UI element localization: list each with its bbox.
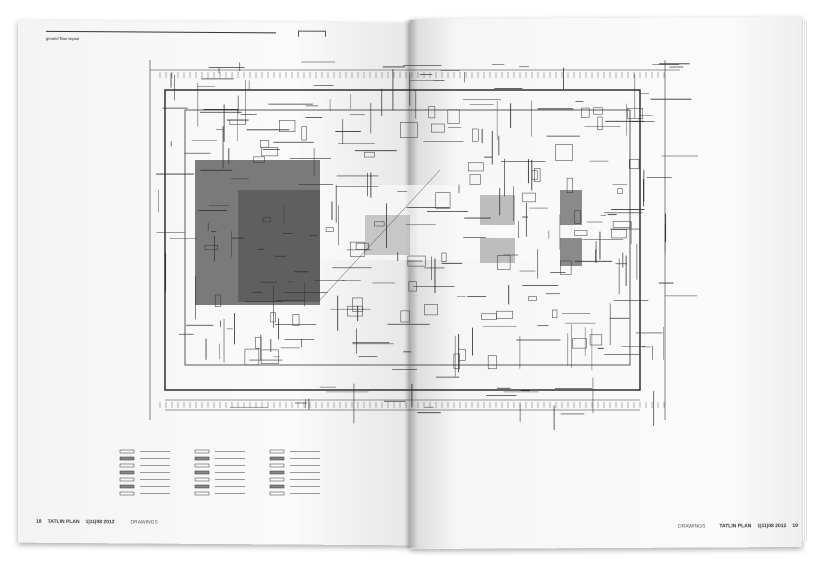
legend-entry: [194, 477, 210, 482]
drawing-stroke: [260, 349, 279, 364]
legend-entry: [119, 449, 135, 454]
drawing-stroke: [229, 119, 246, 125]
legend-entry: [194, 463, 210, 468]
drawing-stroke: [617, 188, 623, 194]
drawing-stroke: [629, 159, 640, 169]
drawing-stroke: [279, 120, 296, 132]
legend-entry: [269, 449, 285, 454]
diagonal-line: [319, 169, 441, 301]
drawing-stroke: [424, 304, 438, 316]
drawing-stroke: [581, 107, 590, 118]
drawing-stroke: [469, 174, 481, 185]
outer-wall: [164, 89, 641, 391]
drawing-stroke: [534, 168, 541, 182]
legend-entry: [269, 463, 285, 468]
drawing-stroke: [468, 162, 484, 172]
inner-wall: [184, 109, 631, 366]
drawing-stroke: [301, 126, 307, 141]
drawing-stroke: [481, 313, 497, 320]
hatched-block: [480, 195, 515, 225]
drawing-stroke: [441, 252, 447, 262]
drawing-stroke: [400, 310, 410, 323]
drawing-stroke: [214, 294, 222, 307]
drawing-stroke: [593, 107, 603, 115]
hatched-block: [365, 215, 410, 255]
drawing-stroke: [261, 147, 279, 157]
drawing-stroke: [627, 107, 643, 119]
drawing-stroke: [531, 170, 538, 180]
legend-entry: [119, 477, 135, 482]
legend-entry: [119, 456, 135, 461]
drawing-stroke: [487, 355, 497, 370]
legend-entry: [194, 484, 210, 489]
drawing-stroke: [458, 348, 466, 361]
legend-entry: [119, 484, 135, 489]
legend-entry: [269, 470, 285, 475]
drawing-stroke: [522, 192, 536, 203]
drawing-stroke: [589, 334, 603, 346]
drawing-stroke: [597, 116, 603, 131]
drawing-stroke: [407, 255, 426, 267]
drawing-stroke: [496, 310, 513, 319]
drawing-stroke: [255, 336, 262, 349]
legend-entry: [119, 463, 135, 468]
drawing-stroke: [325, 227, 334, 232]
legend-entry: [269, 491, 285, 496]
drawing-stroke: [408, 281, 417, 292]
drawing-stroke: [472, 128, 479, 142]
drawing-stroke: [244, 348, 260, 366]
drawing-stroke: [574, 230, 588, 236]
floor-plan: [149, 60, 680, 420]
legend-entry: [119, 491, 135, 496]
plan-detail-lines: [155, 61, 699, 430]
drawing-stroke: [400, 122, 418, 138]
drawing-stroke: [572, 338, 587, 349]
drawing-stroke: [453, 353, 460, 369]
drawing-stroke: [497, 255, 511, 270]
drawing-stroke: [528, 296, 537, 301]
legend-entry: [119, 470, 135, 475]
legend-entry: [194, 470, 210, 475]
legend-entry: [269, 484, 285, 489]
drawing-stroke: [555, 144, 573, 161]
legend-entry: [194, 456, 210, 461]
legend-entry: [269, 477, 285, 482]
legend-entry: [194, 449, 210, 454]
drawing-stroke: [352, 297, 363, 312]
legend-entry: [269, 456, 285, 461]
drawing-stroke: [262, 216, 271, 223]
shaded-zone-core: [238, 190, 320, 302]
drawing-stroke: [292, 314, 300, 326]
drawing-stroke: [447, 109, 460, 124]
drawing-stroke: [574, 210, 581, 224]
hatched-block: [560, 190, 582, 225]
drawing-stroke: [253, 156, 265, 163]
drawing-stroke: [350, 241, 365, 257]
drawing-stroke: [566, 177, 573, 194]
drawing-stroke: [611, 229, 627, 239]
gutter-shadow: [404, 20, 418, 548]
drawing-stroke: [270, 312, 276, 323]
legend-entry: [194, 491, 210, 496]
drawing-stroke: [435, 192, 451, 209]
drawing-stroke: [204, 244, 218, 251]
drawing-stroke: [552, 309, 558, 318]
drawing-stroke: [560, 260, 572, 275]
hatched-block: [560, 238, 582, 266]
drawing-stroke: [364, 151, 375, 158]
drawing-stroke: [431, 123, 445, 133]
drawing-stroke: [355, 242, 369, 250]
drawing-legend: [119, 449, 320, 496]
drawing-stroke: [374, 221, 385, 227]
drawing-stroke: [612, 221, 632, 228]
drawing-stroke: [428, 106, 436, 119]
drawing-stroke: [259, 140, 270, 148]
